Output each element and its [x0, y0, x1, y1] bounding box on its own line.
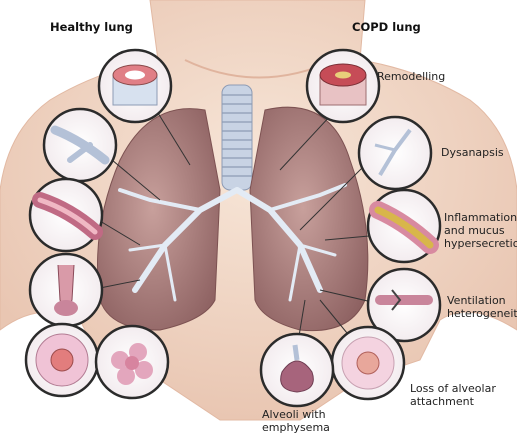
inflammation-label-line-3: hypersecretion: [444, 237, 517, 250]
inset-healthy-alveolar-attachment: [26, 324, 98, 396]
inset-healthy-alveoli: [96, 326, 168, 398]
alveolar-attachment-label: Loss of alveolar attachment: [410, 382, 496, 408]
emphysema-label-line-1: Alveoli with: [262, 408, 330, 421]
inflammation-label: Inflammation and mucus hypersecretion: [444, 211, 517, 250]
alveolar-attachment-label-line-2: attachment: [410, 395, 496, 408]
emphysema-label-line-2: emphysema: [262, 421, 330, 434]
inset-healthy-small-airways: [44, 109, 116, 181]
inset-loss-alveolar-attachment: [332, 327, 404, 399]
emphysema-label: Alveoli with emphysema: [262, 408, 330, 434]
inset-remodelling: [307, 50, 379, 122]
trachea: [222, 85, 252, 190]
inflammation-label-line-1: Inflammation: [444, 211, 517, 224]
inset-healthy-airway-wall: [99, 50, 171, 122]
inset-inflammation: [368, 190, 440, 262]
remodelling-label: Remodelling: [377, 70, 445, 83]
copd-lung-header: COPD lung: [352, 20, 421, 34]
inset-dysanapsis: [359, 117, 431, 189]
healthy-lung-header: Healthy lung: [50, 20, 133, 34]
alveolar-attachment-label-line-1: Loss of alveolar: [410, 382, 496, 395]
inset-emphysema: [261, 334, 333, 406]
ventilation-label-line-2: heterogeneity: [447, 307, 517, 320]
ventilation-label-line-1: Ventilation: [447, 294, 517, 307]
inflammation-label-line-2: and mucus: [444, 224, 517, 237]
inset-healthy-ventilation: [30, 254, 102, 326]
ventilation-label: Ventilation heterogeneity: [447, 294, 517, 320]
inset-healthy-mucosa: [30, 179, 102, 251]
dysanapsis-label: Dysanapsis: [441, 146, 504, 159]
